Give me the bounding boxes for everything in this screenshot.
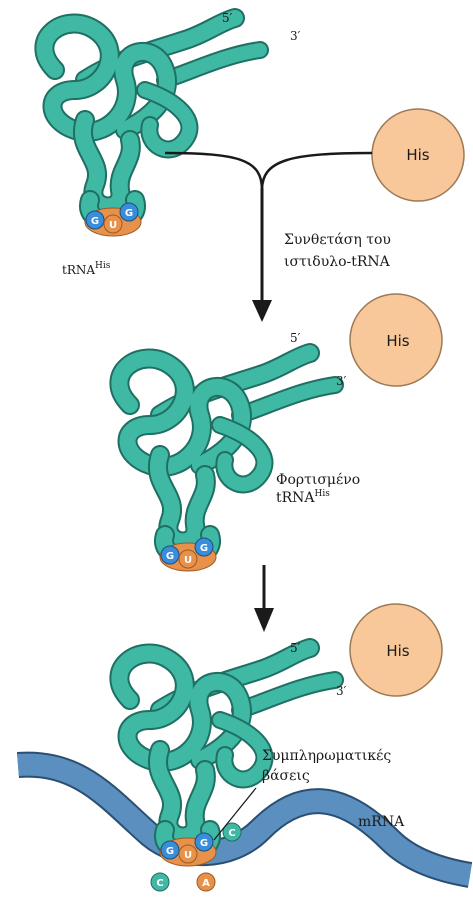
codon-letter: A — [202, 878, 210, 889]
charged-label: tRNAHis — [276, 489, 330, 506]
anticodon-letter: G — [125, 208, 133, 219]
anticodon-letter: U — [184, 850, 192, 861]
converge-arrow — [165, 153, 372, 190]
three-prime-label: 3′ — [336, 374, 347, 388]
down-arrow-head — [254, 608, 274, 632]
complement-label: Συμπληρωματικές — [262, 747, 391, 764]
five-prime-label: 5′ — [222, 11, 233, 25]
histidine-label: His — [386, 332, 409, 350]
enzyme-label: ιστιδυλο-tRNA — [284, 254, 391, 270]
trna-label: tRNAHis — [62, 261, 111, 277]
trna-charged — [119, 353, 335, 571]
three-prime-label: 3′ — [336, 684, 347, 698]
complement-label: βάσεις — [262, 768, 310, 784]
histidine-label: His — [406, 146, 429, 164]
enzyme-label: Συνθετάση του — [284, 232, 391, 248]
anticodon-letter: G — [166, 846, 174, 857]
anticodon-letter: G — [166, 551, 174, 562]
codon-letter: C — [156, 878, 163, 889]
anticodon-letter: G — [91, 216, 99, 227]
anticodon-letter: G — [200, 543, 208, 554]
codon-letter: C — [228, 828, 235, 839]
anticodon-letter: U — [109, 220, 117, 231]
anticodon-letter: G — [200, 838, 208, 849]
five-prime-label: 5′ — [290, 641, 301, 655]
three-prime-label: 3′ — [290, 29, 301, 43]
anticodon-letter: U — [184, 555, 192, 566]
mrna-label: mRNA — [358, 814, 405, 830]
trna-free — [44, 18, 260, 236]
five-prime-label: 5′ — [290, 331, 301, 345]
charged-label: Φορτισμένο — [276, 471, 360, 488]
down-arrow-head — [252, 300, 272, 322]
histidine-label: His — [386, 642, 409, 660]
